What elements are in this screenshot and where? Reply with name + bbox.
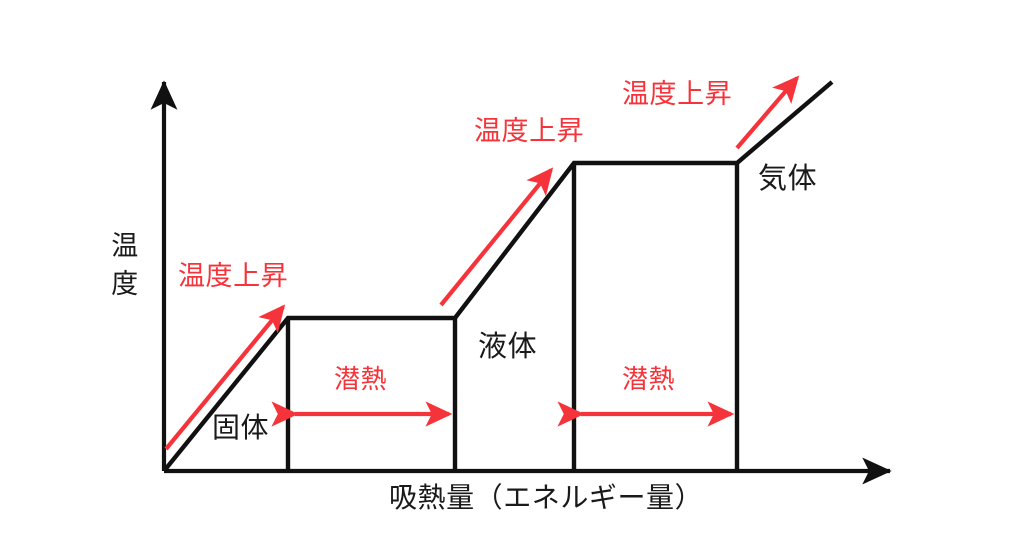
temperature-rise-arrow-3 (735, 75, 800, 150)
temperature-rise-label-1: 温度上昇 (178, 261, 289, 292)
phase-label-liquid: 液体 (478, 329, 538, 363)
temperature-rise-label-3: 温度上昇 (622, 79, 733, 110)
latent-heat-label-1: 潜熱 (334, 365, 388, 395)
temperature-rise-arrow-2 (439, 167, 554, 307)
y-axis-label: 温度 (111, 231, 139, 301)
latent-heat-label-2: 潜熱 (622, 365, 676, 395)
heating-curve-path (162, 80, 834, 473)
x-axis-label: 吸熱量（エネルギー量） (389, 481, 704, 514)
phase-label-solid: 固体 (212, 411, 270, 444)
temperature-rise-arrow-1 (164, 304, 286, 451)
temperature-rise-label-2: 温度上昇 (474, 116, 585, 147)
phase-label-gas: 気体 (758, 161, 818, 195)
